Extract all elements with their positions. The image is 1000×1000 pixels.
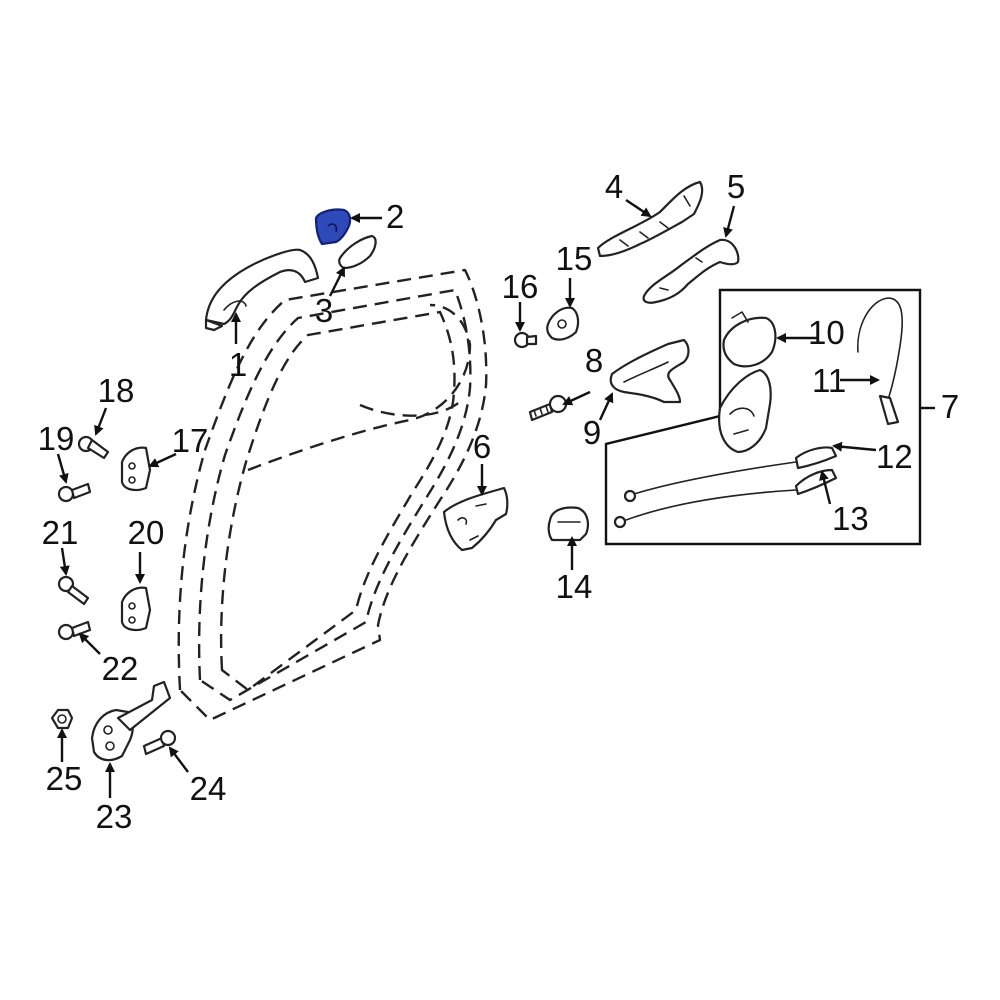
callout-17: 17: [172, 422, 209, 459]
callout-22: 22: [102, 650, 139, 687]
bolt-part-22: [57, 620, 92, 641]
handle-housing-part: [547, 506, 589, 542]
callout-21: 21: [42, 514, 79, 551]
callout-1: 1: [229, 346, 247, 383]
callout-8: 8: [585, 342, 603, 379]
callout-19: 19: [38, 420, 75, 457]
callout-7: 7: [941, 388, 959, 425]
callout-2: 2: [386, 198, 404, 235]
bracket-part: [546, 306, 580, 341]
cable-part-13: [613, 468, 838, 529]
handle-bracket-part: [642, 238, 740, 304]
callout-3: 3: [315, 292, 333, 329]
callout-20: 20: [128, 514, 165, 551]
handle-frame-part: [596, 180, 704, 258]
callout-13: 13: [832, 500, 869, 537]
callout-5: 5: [727, 168, 745, 205]
inside-handle-part: [609, 338, 690, 404]
callout-12: 12: [876, 438, 913, 475]
callout-6: 6: [473, 428, 491, 465]
callout-25: 25: [46, 760, 83, 797]
door-outline: [177, 268, 488, 722]
cable-part-12: [623, 446, 838, 503]
lock-cover-part: [722, 311, 777, 368]
bolt-part-24: [142, 729, 177, 756]
nut-part-25: [50, 708, 74, 730]
callout-18: 18: [98, 372, 135, 409]
callout-11: 11: [812, 362, 846, 399]
outside-handle-part: [204, 248, 320, 332]
handle-cover-part: [338, 234, 377, 270]
bolt-part-18: [77, 435, 110, 460]
hinge-part-17: [120, 446, 152, 492]
bolt-part-21: [57, 575, 90, 606]
handle-cap-part-highlighted: [314, 208, 352, 246]
clip-part: [513, 331, 538, 349]
callout-23: 23: [96, 798, 133, 835]
bolt-part-19: [57, 482, 92, 503]
screw-part: [528, 394, 568, 422]
callout-14: 14: [556, 568, 593, 605]
callout-labels: 1 2 3 4 5 6 7 8 9 10 11 12 13 14 15 16 1…: [38, 168, 960, 835]
callout-9: 9: [583, 414, 601, 451]
callout-10: 10: [808, 314, 845, 351]
callout-4: 4: [605, 168, 623, 205]
door-check-part: [90, 680, 172, 762]
callout-15: 15: [556, 240, 593, 277]
lock-rod-part: [857, 297, 904, 426]
lock-actuator-part: [718, 368, 772, 454]
callout-16: 16: [502, 268, 539, 305]
callout-24: 24: [190, 770, 227, 807]
leader-arrows: [56, 199, 880, 798]
hinge-part-20: [120, 586, 152, 632]
door-latch-part: [442, 486, 509, 552]
